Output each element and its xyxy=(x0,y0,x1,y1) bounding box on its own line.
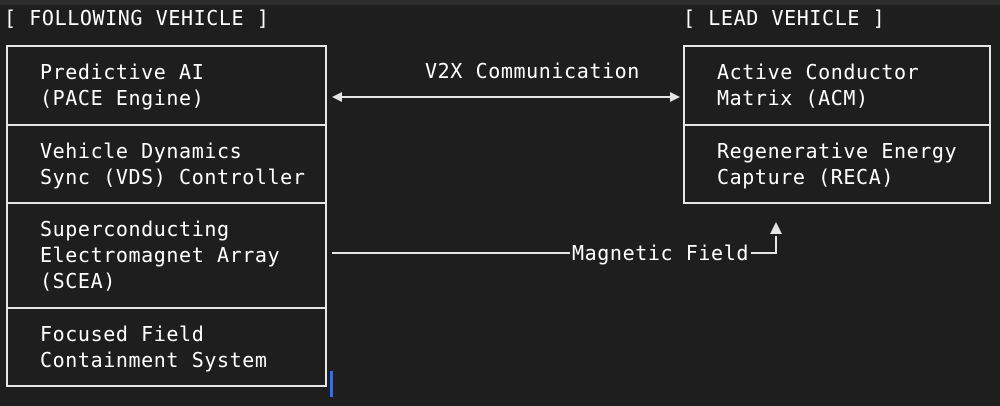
window-top-strip xyxy=(0,0,1000,5)
v2x-arrow-right-head xyxy=(670,92,680,102)
acm-box: Active Conductor Matrix (ACM) xyxy=(683,45,991,126)
reca-box: Regenerative Energy Capture (RECA) xyxy=(683,124,991,204)
magnetic-field-arrow-head xyxy=(770,222,782,234)
magnetic-field-elbow xyxy=(770,236,777,254)
lead-vehicle-heading: [ LEAD VEHICLE ] xyxy=(683,6,886,30)
following-vehicle-heading: [ FOLLOWING VEHICLE ] xyxy=(4,6,270,30)
field-containment-box: Focused Field Containment System xyxy=(6,307,327,387)
magnetic-field-label: Magnetic Field xyxy=(570,240,751,266)
v2x-communication-label: V2X Communication xyxy=(423,58,642,84)
pace-engine-box: Predictive AI (PACE Engine) xyxy=(6,45,327,126)
v2x-arrow-left-head xyxy=(332,92,342,102)
text-cursor xyxy=(330,371,333,397)
